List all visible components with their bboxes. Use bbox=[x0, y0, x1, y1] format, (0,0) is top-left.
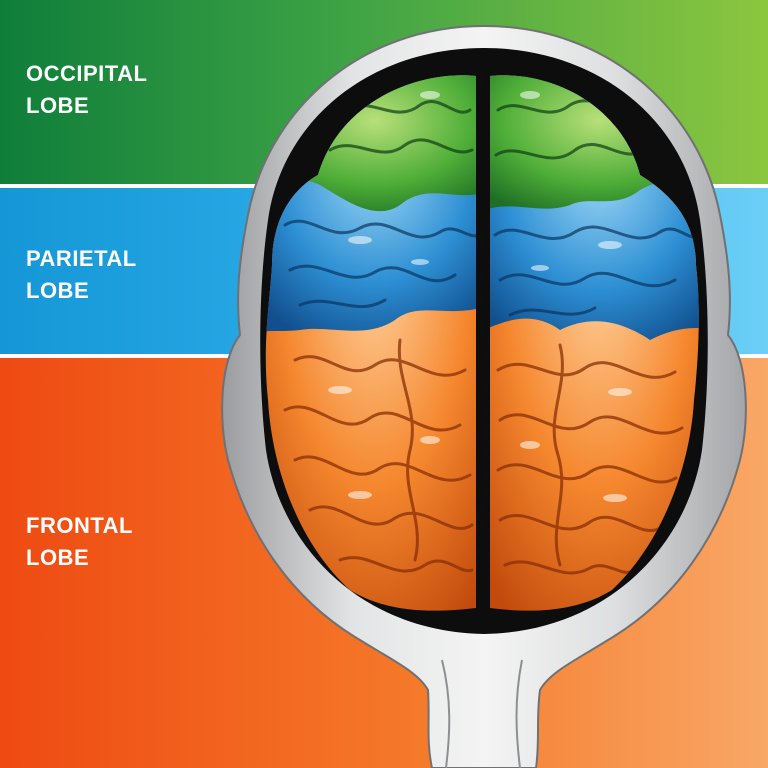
longitudinal-fissure bbox=[478, 71, 489, 613]
parietal-lobe-label: PARIETAL LOBE bbox=[26, 246, 137, 303]
occipital-lobe-label: OCCIPITAL LOBE bbox=[26, 61, 148, 118]
frontal-lobe-label: FRONTAL LOBE bbox=[26, 513, 133, 570]
